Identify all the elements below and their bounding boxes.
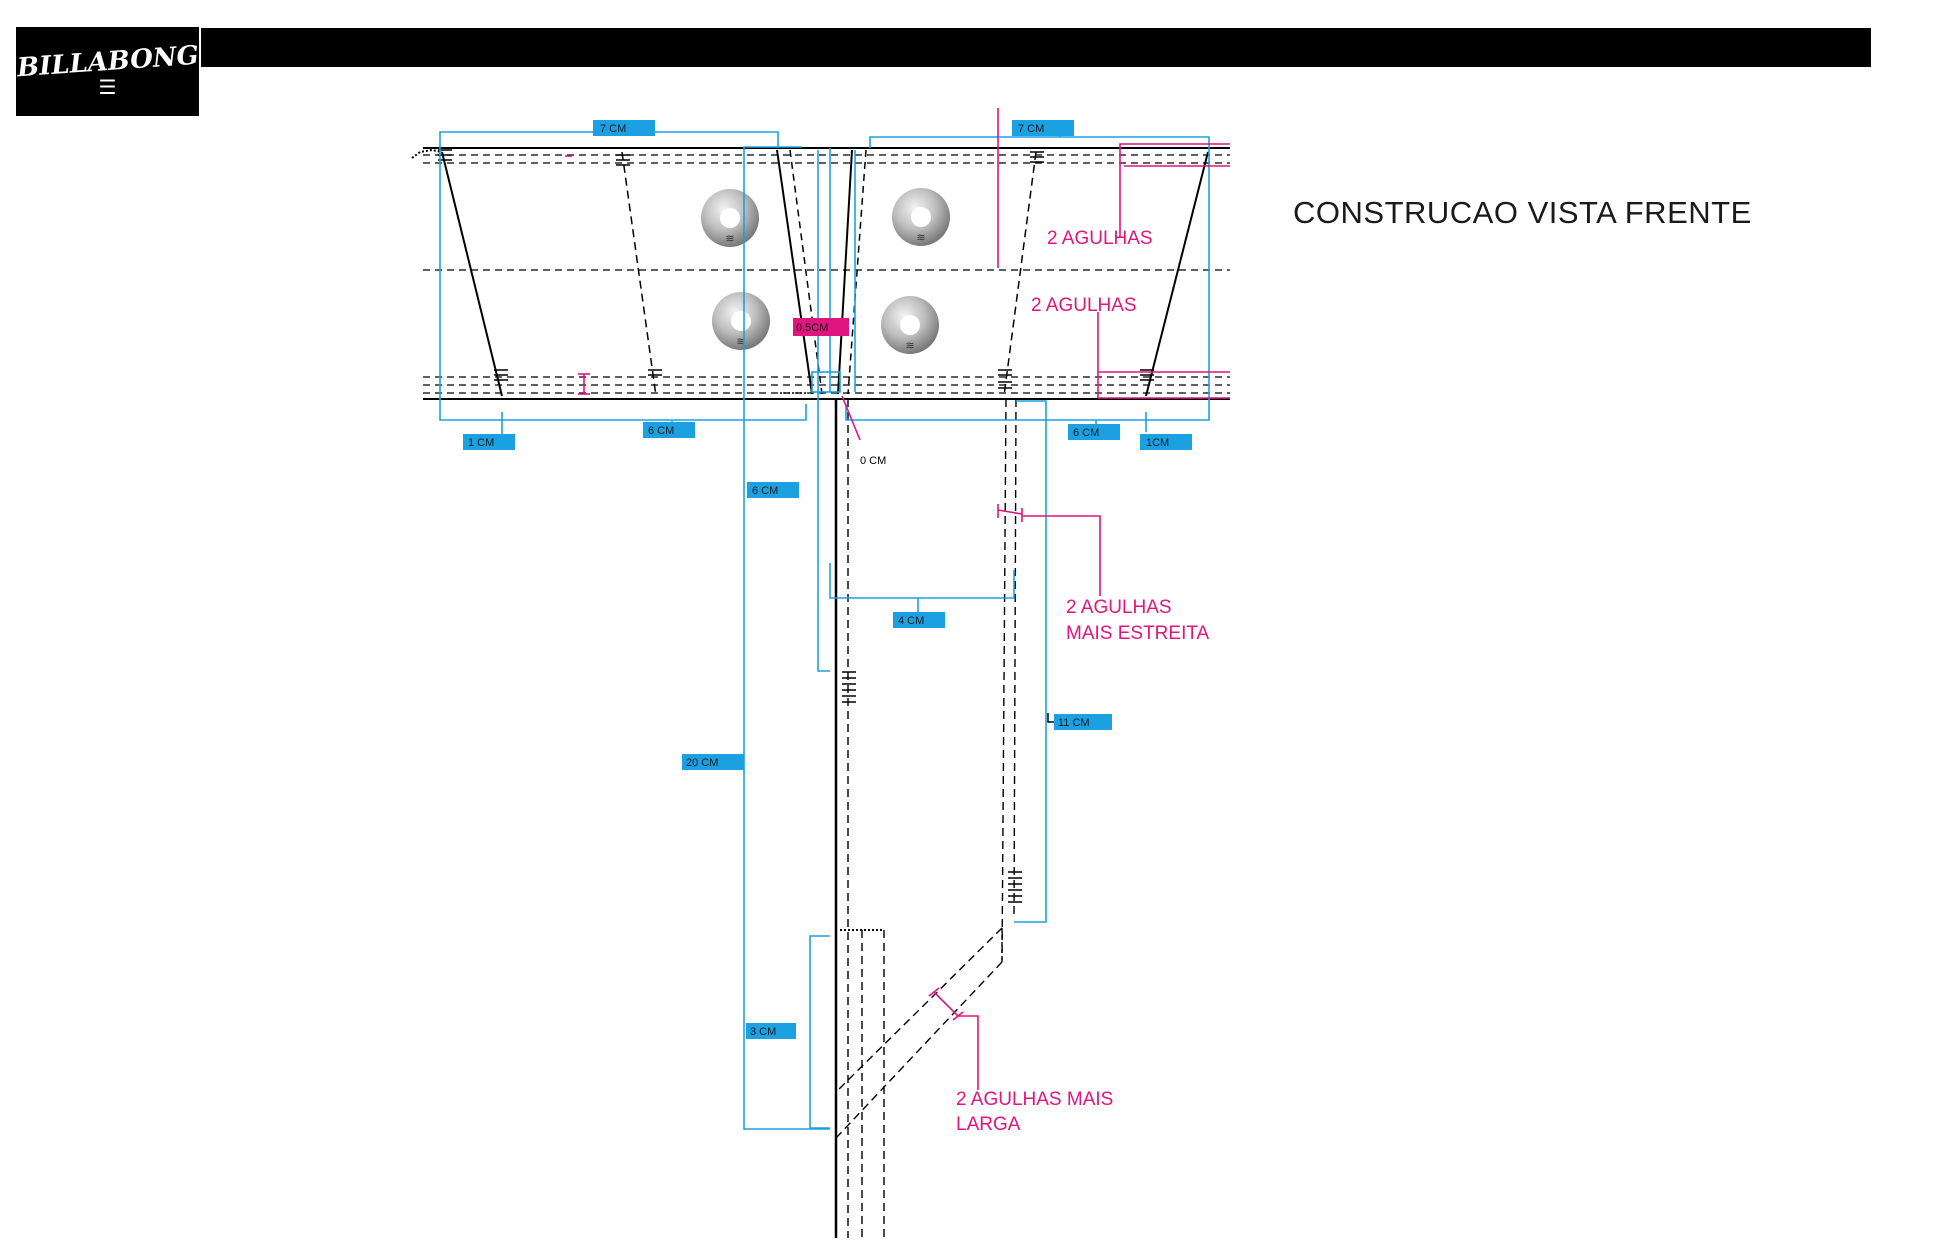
dim-top-left-width: 7 CM — [593, 120, 655, 136]
page-title: CONSTRUCAO VISTA FRENTE — [1293, 195, 1752, 230]
svg-text:7 CM: 7 CM — [1018, 123, 1044, 135]
svg-text:≋: ≋ — [905, 340, 914, 352]
rivet-icon-group: ≋ ≋ ≋ ≋ — [701, 188, 950, 354]
brand-mark-icon: ☰ — [98, 76, 117, 99]
svg-text:7 CM: 7 CM — [600, 123, 626, 135]
stitch-notes: 2 AGULHAS 2 AGULHAS 2 AGULHAS MAIS ESTRE… — [860, 228, 1210, 1135]
dim-crotch: 3 CM — [746, 1023, 796, 1039]
note-two-needles: 2 AGULHAS — [1031, 295, 1137, 316]
svg-text:11 CM: 11 CM — [1058, 717, 1090, 729]
dim-total-length: 20 CM — [682, 754, 744, 770]
svg-text:1 CM: 1 CM — [468, 437, 494, 449]
svg-text:≋: ≋ — [916, 232, 925, 244]
rivet-icon: ≋ — [701, 189, 759, 247]
dimension-labels: 7 CM 7 CM 1 CM 6 CM 6 CM 1CM 6 CM 4 CM — [463, 120, 1192, 1039]
dim-fly-width: 4 CM — [893, 612, 945, 628]
dim-center-gap: 0,5CM — [793, 318, 849, 336]
dim-fly-top: 6 CM — [747, 482, 799, 498]
brand-logo: BILLABONG ☰ — [16, 27, 199, 116]
dim-bottom-right-inset: 1CM — [1140, 434, 1192, 450]
dim-fly-length: 11 CM — [1054, 714, 1112, 730]
note-two-needles-wide: LARGA — [956, 1114, 1021, 1135]
rivet-icon: ≋ — [712, 292, 770, 350]
svg-text:3 CM: 3 CM — [750, 1026, 776, 1038]
dim-bottom-left-inset: 1 CM — [463, 434, 515, 450]
note-two-needles: 2 AGULHAS — [1047, 228, 1153, 249]
dim-bottom-right-width: 6 CM — [1068, 424, 1120, 440]
note-two-needles-narrow: MAIS ESTREITA — [1066, 623, 1210, 644]
dim-top-right-width: 7 CM — [1012, 120, 1074, 136]
note-two-needles-narrow: 2 AGULHAS — [1066, 597, 1172, 618]
stitch-notes-lines — [565, 108, 1230, 1090]
dim-bottom-left-width: 6 CM — [643, 422, 695, 438]
svg-text:0,5CM: 0,5CM — [796, 322, 828, 334]
dim-zero: 0 CM — [860, 455, 886, 467]
svg-text:≋: ≋ — [725, 233, 734, 245]
svg-text:≋: ≋ — [736, 336, 745, 348]
svg-text:1CM: 1CM — [1146, 437, 1169, 449]
rivet-icon: ≋ — [892, 188, 950, 246]
svg-text:6 CM: 6 CM — [1073, 427, 1099, 439]
rivet-icon: ≋ — [881, 296, 939, 354]
header-bar — [201, 28, 1871, 67]
note-two-needles-wide: 2 AGULHAS MAIS — [956, 1089, 1113, 1110]
svg-text:6 CM: 6 CM — [752, 485, 778, 497]
svg-text:4 CM: 4 CM — [898, 615, 924, 627]
waistband — [411, 147, 1230, 400]
fly-construction — [834, 381, 1056, 1238]
svg-text:20 CM: 20 CM — [686, 757, 718, 769]
svg-text:6 CM: 6 CM — [648, 425, 674, 437]
